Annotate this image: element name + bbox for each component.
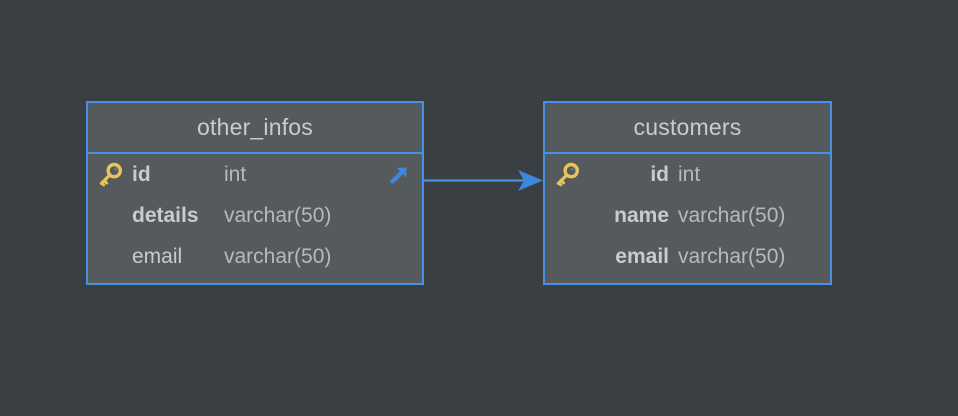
relation-connector-other-infos-to-customers[interactable] (418, 160, 550, 202)
entity-table-customers[interactable]: customers id int name (543, 101, 832, 285)
entity-field-type: varchar(50) (224, 244, 332, 268)
arrow-up-right-icon[interactable] (386, 162, 412, 188)
entity-field-name: email (132, 244, 183, 268)
entity-table-other-infos[interactable]: other_infos id int (86, 101, 424, 285)
entity-title: other_infos (197, 114, 313, 140)
entity-field-type: int (678, 162, 701, 186)
entity-field-name: name (614, 203, 669, 227)
entity-field-row[interactable]: id int (88, 154, 422, 195)
entity-field-type: varchar(50) (678, 244, 786, 268)
entity-field-name: id (650, 162, 669, 186)
entity-field-list: id int name varchar(50) email varchar(50… (545, 154, 830, 277)
key-icon (88, 162, 132, 188)
entity-field-name: id (132, 162, 151, 186)
entity-field-name: details (132, 203, 199, 227)
entity-header-customers[interactable]: customers (545, 103, 830, 154)
entity-field-name: email (615, 244, 669, 268)
entity-field-row[interactable]: id int (545, 154, 830, 195)
entity-field-row[interactable]: name varchar(50) (545, 195, 830, 236)
entity-field-type: varchar(50) (224, 203, 332, 227)
key-icon (545, 162, 589, 188)
entity-field-row[interactable]: details varchar(50) (88, 195, 422, 236)
entity-field-list: id int details varchar(50) email varchar… (88, 154, 422, 277)
entity-title: customers (633, 114, 742, 140)
entity-field-row[interactable]: email varchar(50) (545, 236, 830, 277)
entity-field-type: varchar(50) (678, 203, 786, 227)
entity-header-other-infos[interactable]: other_infos (88, 103, 422, 154)
entity-field-type: int (224, 162, 247, 186)
entity-field-row[interactable]: email varchar(50) (88, 236, 422, 277)
